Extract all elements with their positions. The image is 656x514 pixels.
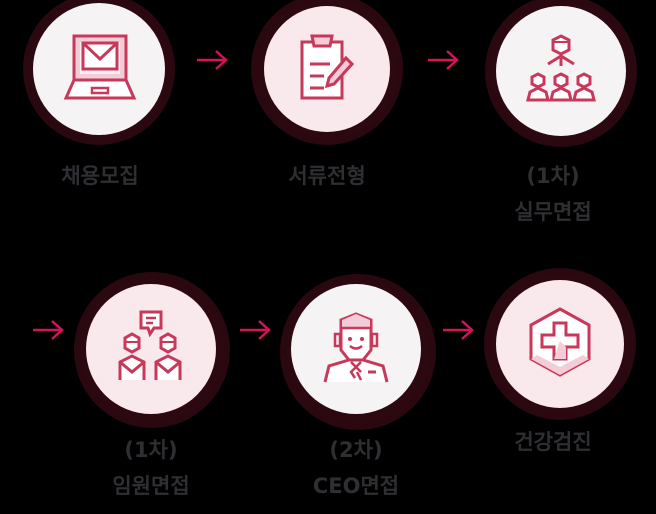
step-5-label: (2차) CEO면접 [256, 432, 456, 504]
arrow-right-icon [240, 320, 271, 340]
step-label-line1: (2차) [329, 438, 383, 462]
arrow-right-icon [33, 320, 64, 340]
medical-cross-icon [529, 307, 591, 377]
step-4-circle [86, 284, 216, 414]
step-3-label: (1차) 실무면접 [453, 158, 653, 230]
laptop-mail-icon [63, 34, 137, 100]
org-chart-icon [526, 34, 596, 102]
arrow-right-icon [428, 50, 459, 70]
step-6-label: 건강검진 [453, 424, 653, 460]
step-label-line1: 채용모집 [61, 164, 139, 188]
step-label-line1: 서류전형 [288, 164, 366, 188]
step-label-line2: CEO면접 [312, 474, 400, 498]
interview-chat-icon [118, 310, 182, 380]
step-label-line1: 건강검진 [514, 430, 592, 454]
step-1-label: 채용모집 [0, 158, 200, 194]
clipboard-pen-icon [300, 34, 355, 100]
step-label-line1: (1차) [526, 164, 580, 188]
step-4-label: (1차) 임원면접 [51, 432, 251, 504]
arrow-right-icon [197, 50, 228, 70]
ceo-person-icon [323, 312, 389, 383]
step-label-line2: 임원면접 [112, 474, 190, 498]
step-label-line1: (1차) [124, 438, 178, 462]
step-3-circle [496, 6, 626, 136]
step-5-circle [291, 284, 421, 414]
step-2-label: 서류전형 [227, 158, 427, 194]
arrow-right-icon [443, 320, 474, 340]
step-6-circle [496, 280, 624, 408]
step-label-line2: 실무면접 [514, 200, 592, 224]
step-2-circle [264, 6, 390, 132]
step-1-circle [33, 3, 165, 135]
